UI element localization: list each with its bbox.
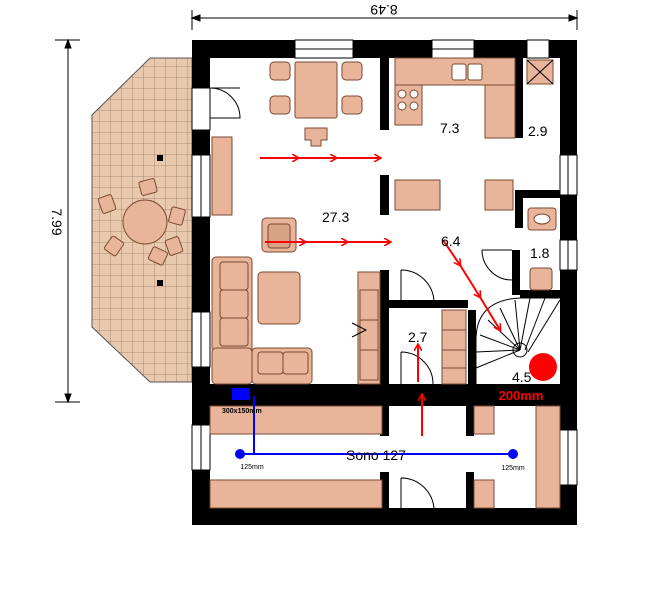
dimension-lines bbox=[55, 10, 579, 404]
room-area-kitchen: 7.3 bbox=[440, 120, 460, 136]
exhaust-icon bbox=[529, 353, 557, 381]
windows bbox=[191, 39, 578, 486]
duct-terminal-left-icon bbox=[235, 449, 245, 459]
doors bbox=[191, 87, 513, 515]
room-area-wc: 1.8 bbox=[530, 245, 550, 261]
room-area-living: 27.3 bbox=[322, 209, 349, 225]
top-dimension-label: 8.49 bbox=[370, 2, 397, 18]
room-area-closet: 2.7 bbox=[408, 329, 428, 345]
wc-fixtures bbox=[527, 207, 557, 291]
airflow-arrows bbox=[260, 158, 500, 436]
room-area-hall: 6.4 bbox=[441, 233, 461, 249]
supply-grille-icon bbox=[232, 388, 250, 400]
terminal-right-label: 125mm bbox=[501, 465, 525, 472]
dining-table bbox=[269, 61, 363, 147]
duct-label: Sono 127 bbox=[346, 447, 406, 463]
ventilation-duct bbox=[240, 396, 513, 455]
kitchen-units bbox=[394, 57, 516, 211]
closet-shelves bbox=[441, 309, 467, 385]
room-area-stair: 4.5 bbox=[512, 369, 532, 385]
exhaust-label: 200mm bbox=[499, 388, 544, 403]
left-dimension-label: 7.99 bbox=[49, 208, 65, 235]
living-furniture bbox=[211, 136, 381, 385]
terrace bbox=[91, 57, 193, 383]
room-area-pantry: 2.9 bbox=[528, 123, 548, 139]
grille-label: 300x150mm bbox=[222, 408, 262, 415]
terminal-left-label: 125mm bbox=[240, 464, 264, 471]
pantry-box bbox=[526, 59, 554, 85]
duct-terminal-right-icon bbox=[508, 449, 518, 459]
lower-units bbox=[209, 405, 561, 509]
